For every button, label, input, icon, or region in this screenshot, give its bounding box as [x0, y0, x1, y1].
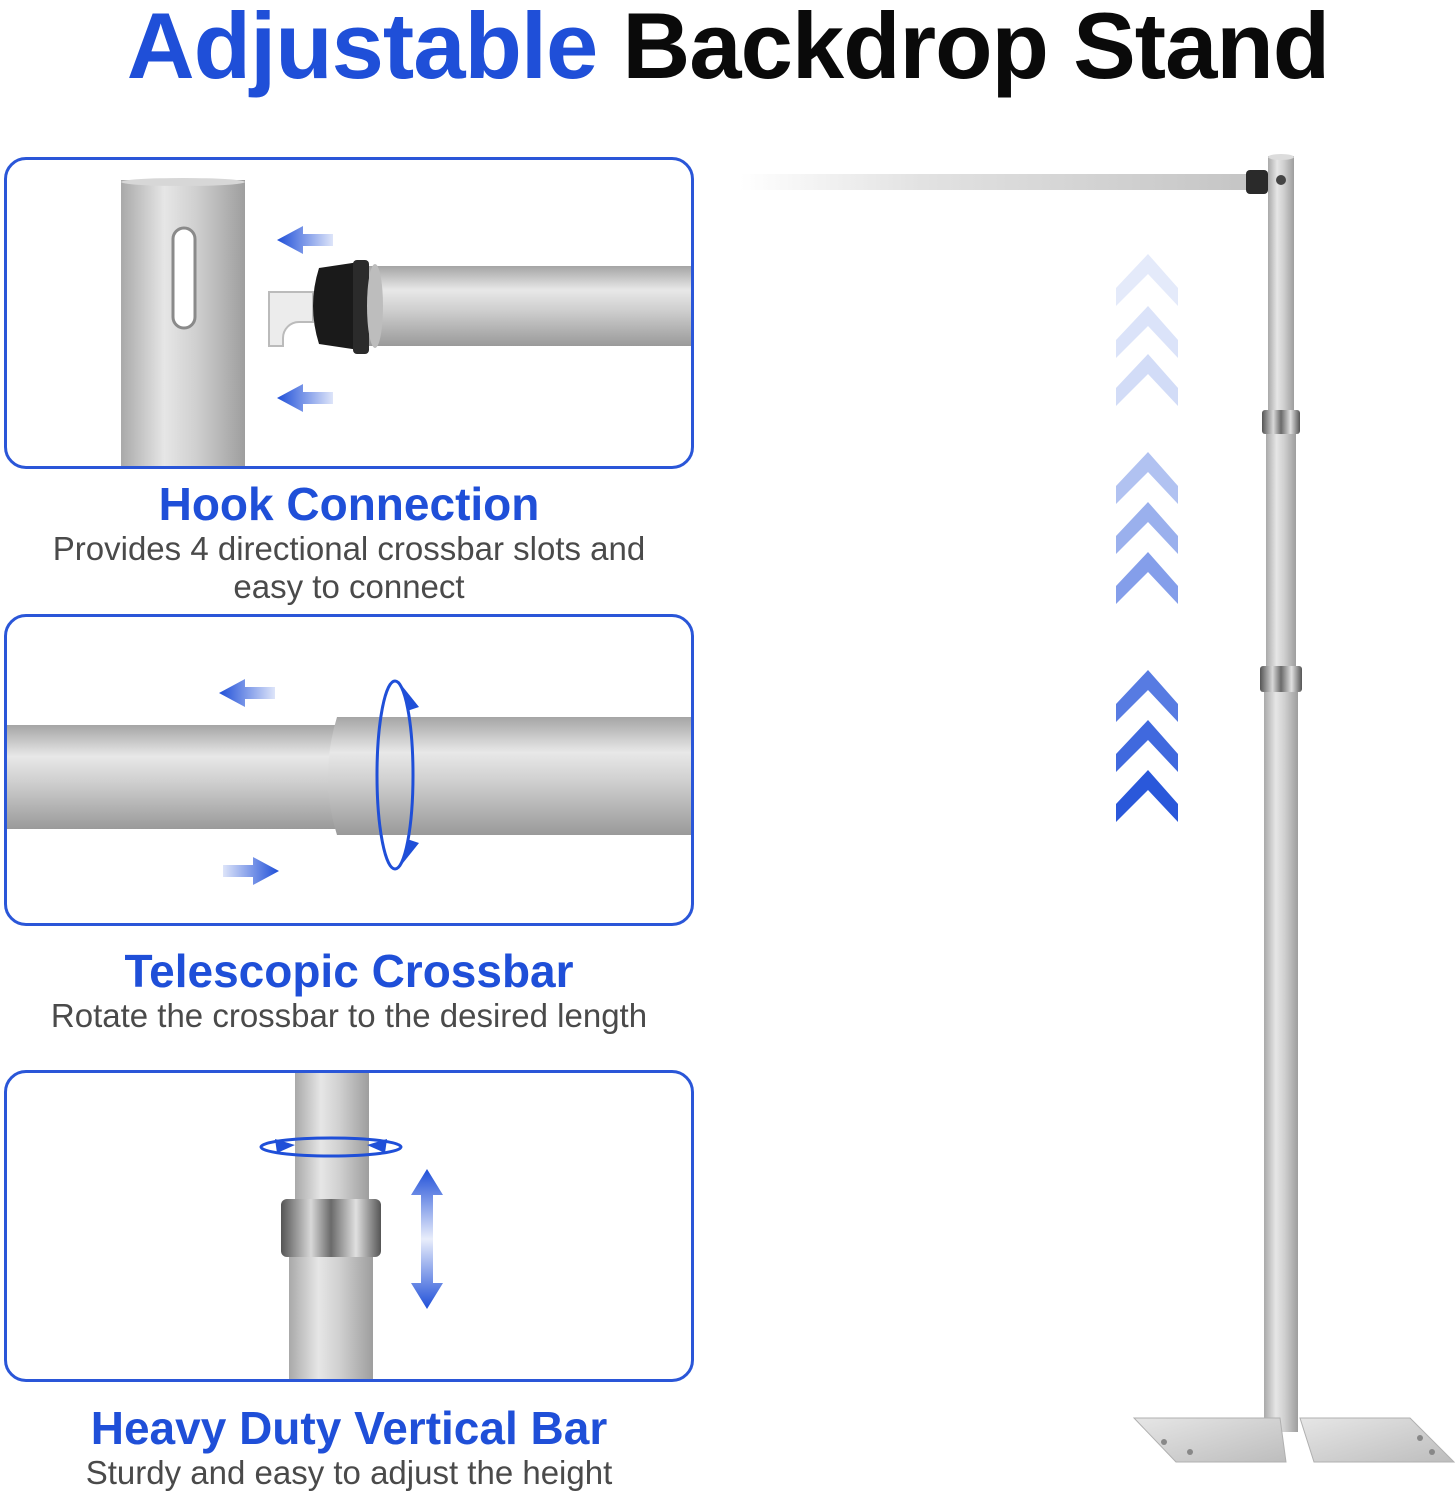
vertical-bar-illustration — [259, 1073, 443, 1379]
telescopic-crossbar-illustration — [7, 679, 691, 885]
vertical-bar-caption: Heavy Duty Vertical Bar Sturdy and easy … — [4, 1402, 694, 1492]
feature-heading: Heavy Duty Vertical Bar — [90, 1402, 608, 1454]
page-title: Adjustable Backdrop Stand — [0, 0, 1456, 100]
up-chevron-icon — [1116, 720, 1178, 772]
feature-description: Rotate the crossbar to the desired lengt… — [50, 997, 648, 1034]
rotate-arrow-icon — [375, 679, 419, 871]
right-arrow-icon — [223, 857, 279, 885]
telescopic-crossbar-caption: Telescopic Crossbar Rotate the crossbar … — [4, 945, 694, 1035]
left-arrow-icon — [277, 384, 333, 412]
vertical-bar-panel — [4, 1070, 694, 1382]
title-highlight: Adjustable — [126, 0, 599, 98]
left-arrow-icon — [277, 226, 333, 254]
hook-connection-panel — [4, 157, 694, 469]
rotate-arrow-icon — [259, 1136, 403, 1158]
left-arrow-icon — [219, 679, 275, 707]
hook-connection-illustration — [121, 178, 691, 466]
feature-description: Provides 4 directional crossbar slots an… — [52, 530, 646, 605]
up-chevron-icon — [1116, 452, 1178, 504]
telescopic-crossbar-panel — [4, 614, 694, 926]
feature-description: Sturdy and easy to adjust the height — [85, 1454, 613, 1491]
feature-heading: Telescopic Crossbar — [124, 945, 574, 997]
up-chevron-icon — [1116, 354, 1178, 406]
up-chevron-icon — [1116, 306, 1178, 358]
up-chevron-icon — [1116, 254, 1178, 306]
up-down-arrow-icon — [411, 1169, 443, 1309]
title-rest: Backdrop Stand — [622, 0, 1330, 98]
up-chevron-icon — [1116, 502, 1178, 554]
up-chevron-icon — [1116, 770, 1178, 822]
up-chevron-icon — [1116, 670, 1178, 722]
backdrop-stand-illustration — [740, 154, 1456, 1463]
hook-connection-caption: Hook Connection Provides 4 directional c… — [4, 478, 694, 606]
up-chevron-icon — [1116, 552, 1178, 604]
feature-heading: Hook Connection — [158, 478, 540, 530]
